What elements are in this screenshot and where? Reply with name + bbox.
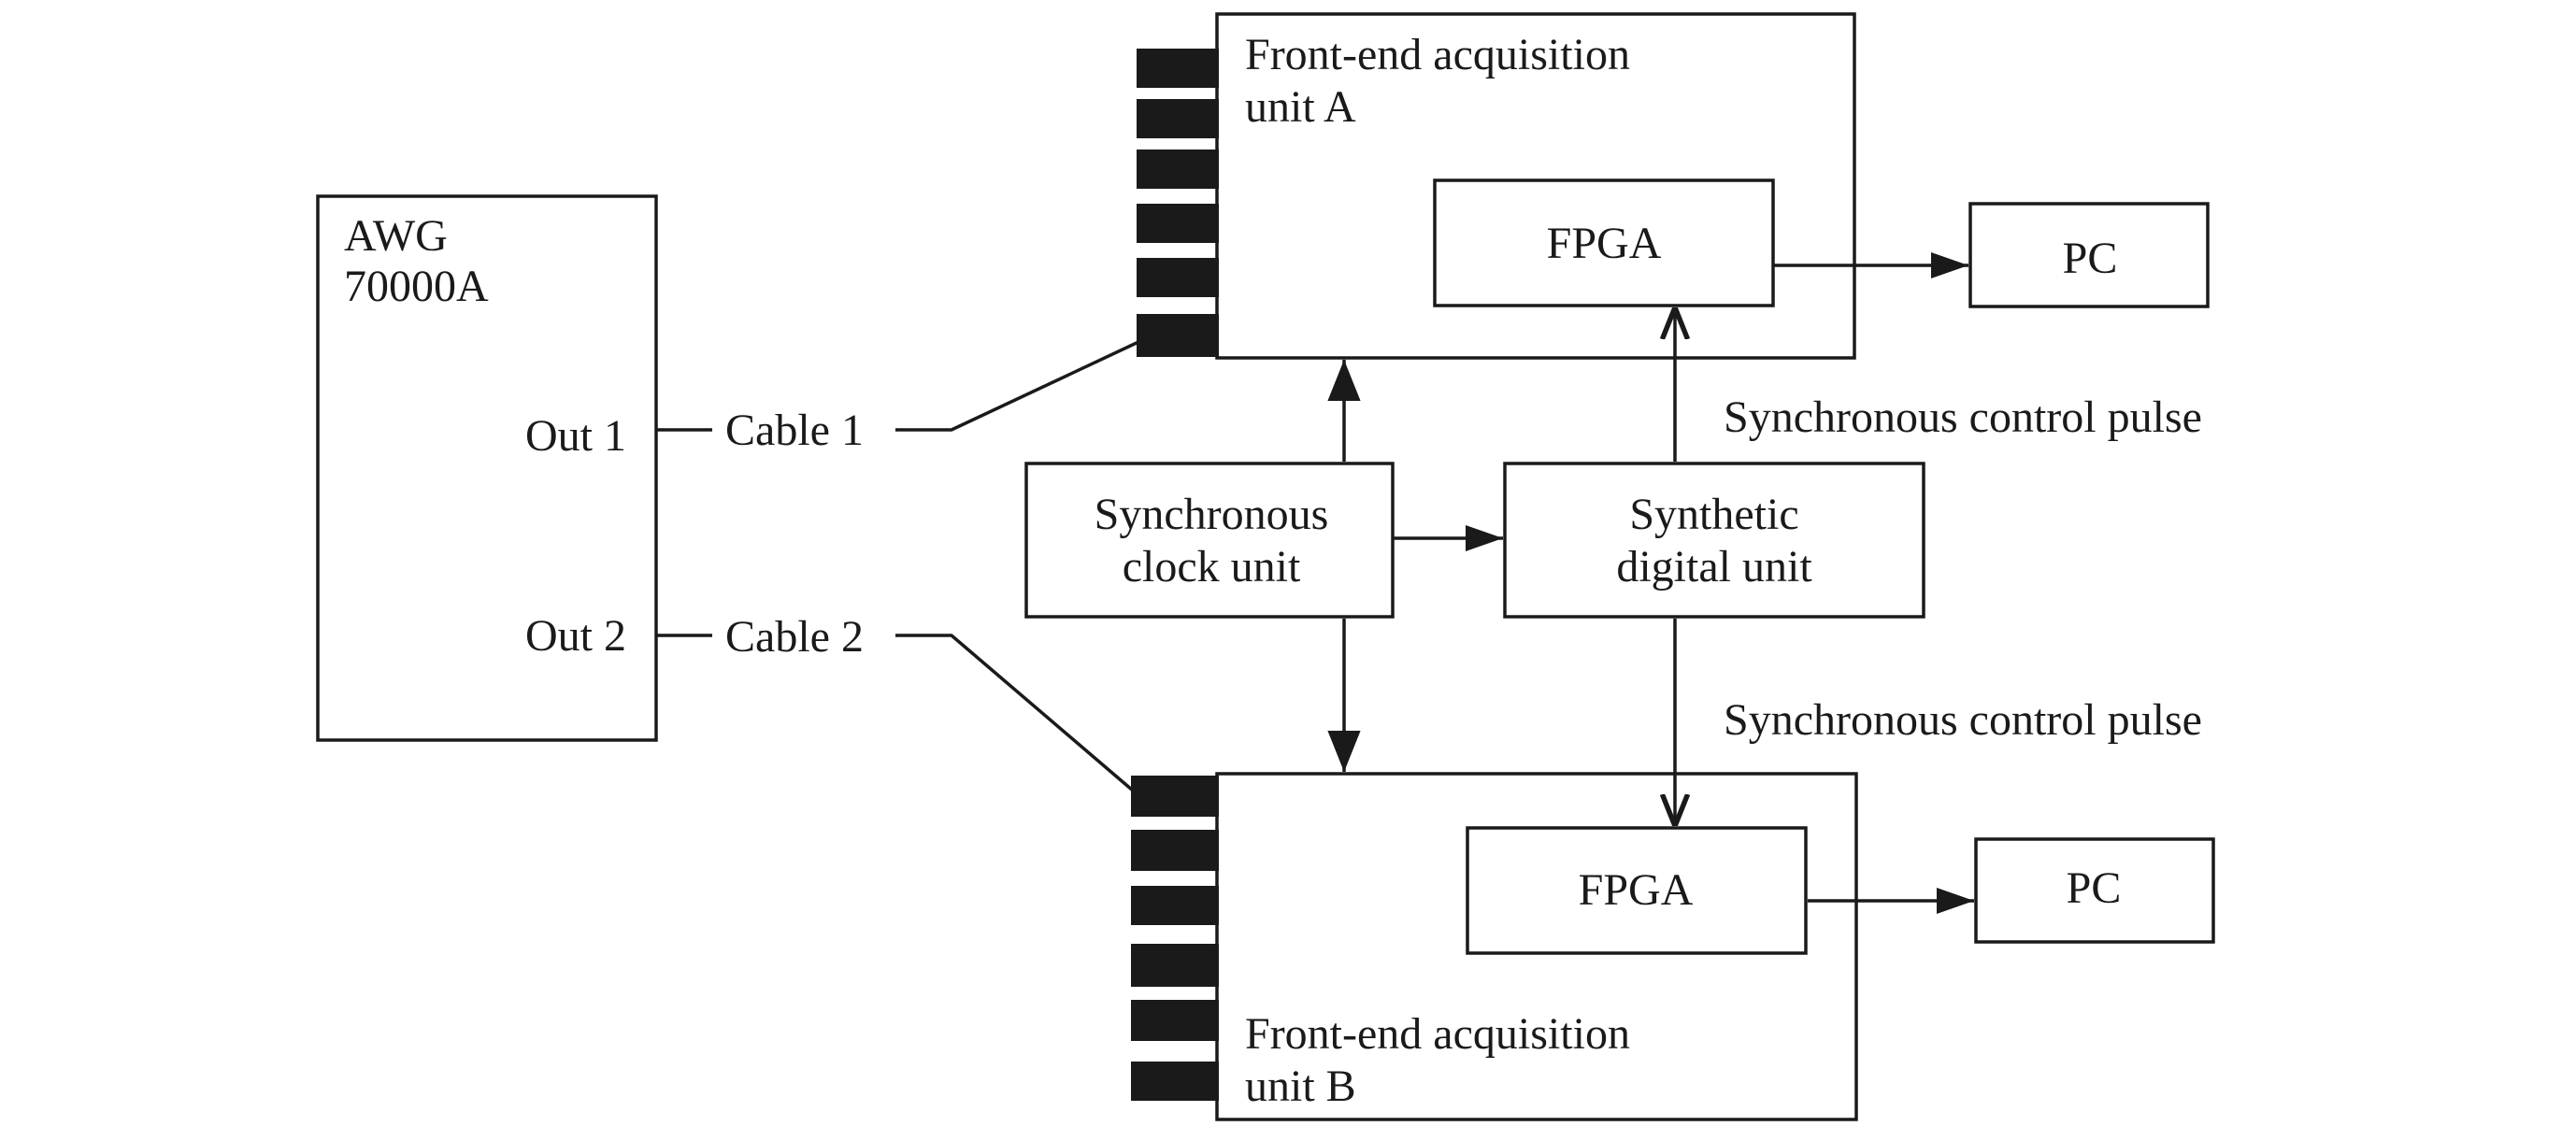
pc-b-block: PC: [1974, 837, 2215, 944]
unit-b-port: [1131, 830, 1219, 871]
unit-a-port: [1137, 204, 1219, 243]
unit-b-port: [1131, 886, 1219, 925]
unit-a-fpga-label: FPGA: [1547, 219, 1662, 268]
unit-b-port: [1131, 1062, 1219, 1101]
sync-clock-box: [1024, 462, 1395, 619]
unit-a-port: [1137, 150, 1219, 189]
synthetic-block: Synthetic digital unit: [1503, 462, 1925, 619]
cable-2: Cable 2: [656, 612, 1135, 792]
unit-b-fpga-label: FPGA: [1579, 865, 1694, 915]
unit-a-port: [1137, 258, 1219, 297]
pc-a-box: [1968, 202, 2210, 308]
unit-b-port: [1131, 944, 1219, 987]
cable-2-wire: [895, 634, 1135, 792]
unit-a-title-line1: Front-end acquisition: [1245, 30, 1630, 79]
cable-2-label: Cable 2: [725, 612, 864, 662]
awg-box: [316, 194, 658, 742]
sync-clock-block: Synchronous clock unit: [1024, 462, 1395, 619]
pc-b-label: PC: [2067, 863, 2122, 913]
unit-b-port: [1131, 1000, 1219, 1041]
unit-b-block: FPGA Front-end acquisition unit B: [1131, 772, 1858, 1121]
unit-b-port: [1131, 776, 1219, 817]
unit-a-port: [1137, 99, 1219, 138]
cable-1: Cable 1: [656, 340, 1139, 455]
unit-a-connector: [1137, 49, 1219, 357]
cable-1-wire: [895, 340, 1139, 432]
unit-a-port: [1137, 49, 1219, 88]
awg-out2-label: Out 2: [525, 611, 626, 661]
unit-a-title-line2: unit A: [1245, 82, 1356, 132]
unit-b-fpga-box: [1466, 826, 1808, 955]
awg-title-line2: 70000A: [344, 262, 489, 311]
sync-clock-line2: clock unit: [1123, 542, 1301, 592]
pc-b-box: [1974, 837, 2215, 944]
unit-a-block: Front-end acquisition unit A FPGA: [1137, 12, 1856, 360]
upper-pulse-label: Synchronous control pulse: [1724, 392, 2202, 442]
synthetic-line2: digital unit: [1616, 542, 1812, 592]
unit-a-fpga-box: [1433, 178, 1775, 307]
lower-pulse-label: Synchronous control pulse: [1724, 695, 2202, 745]
awg-out1-label: Out 1: [525, 411, 626, 461]
cable-1-label: Cable 1: [725, 406, 864, 455]
synthetic-box: [1503, 462, 1925, 619]
awg-title-line1: AWG: [344, 211, 448, 261]
unit-a-port: [1137, 314, 1219, 357]
awg-block: AWG 70000A Out 1 Out 2: [316, 194, 658, 742]
pc-a-label: PC: [2063, 234, 2118, 283]
sync-clock-line1: Synchronous: [1095, 490, 1329, 539]
pc-a-block: PC: [1968, 202, 2210, 308]
unit-b-title-line1: Front-end acquisition: [1245, 1009, 1630, 1059]
unit-b-connector: [1131, 776, 1219, 1101]
unit-b-title-line2: unit B: [1245, 1062, 1356, 1111]
synthetic-line1: Synthetic: [1629, 490, 1798, 539]
